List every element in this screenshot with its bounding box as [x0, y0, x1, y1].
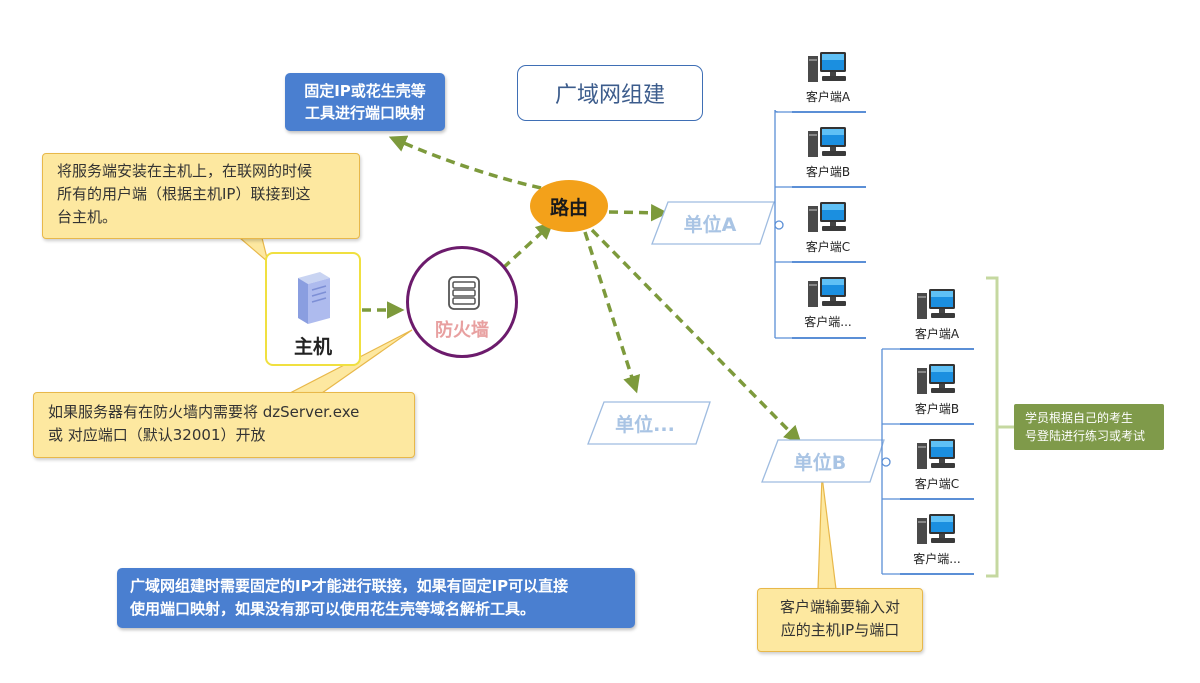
host-label: 主机: [293, 336, 332, 358]
client-label: 客户端B: [914, 402, 960, 416]
client-node: 客户端...: [897, 512, 977, 567]
client-label: 客户端A: [805, 90, 851, 104]
computer-icon: [917, 439, 955, 469]
computer-icon: [808, 202, 846, 232]
unit-other: 单位...: [615, 413, 675, 436]
client-note: 客户端输要输入对 应的主机IP与端口: [757, 588, 923, 652]
unit-b-shape: [761, 439, 885, 483]
host-note: 将服务端安装在主机上，在联网的时候 所有的用户端（根据主机IP）联接到这 台主机…: [42, 153, 360, 239]
arrow-firewall-to-router: [501, 221, 554, 270]
unit-a: 单位A: [683, 213, 737, 236]
client-label: 客户端...: [804, 315, 852, 329]
client-label: 客户端C: [914, 477, 960, 491]
unit-a-shape: [651, 201, 775, 245]
diagram-title: 广域网组建: [517, 65, 703, 121]
bottom-note: 广域网组建时需要固定的IP才能进行联接，如果有固定IP可以直接 使用端口映射，如…: [117, 568, 635, 628]
client-node: 客户端C: [788, 200, 868, 255]
unit-b: 单位B: [793, 451, 847, 474]
client-node: 客户端A: [788, 50, 868, 105]
computer-icon: [917, 514, 955, 544]
client-label: 客户端B: [805, 165, 851, 179]
firewall-note: 如果服务器有在防火墙内需要将 dzServer.exe 或 对应端口（默认320…: [33, 392, 415, 458]
student-login-tag: 学员根据自己的考生 号登陆进行练习或考试: [1014, 404, 1164, 450]
host-note-pointer: [238, 237, 270, 264]
arrow-router-to-unit-b: [590, 228, 802, 444]
client-label: 客户端C: [805, 240, 851, 254]
student-group-bracket: [986, 276, 1014, 578]
client-label: 客户端A: [914, 327, 960, 341]
router-node: 路由: [530, 180, 608, 232]
arrow-router-to-unit-a: [608, 204, 669, 222]
client-label: 客户端...: [913, 552, 961, 566]
client-note-pointer: [817, 475, 837, 590]
client-node: 客户端A: [897, 287, 977, 342]
client-node: 客户端B: [897, 362, 977, 417]
computer-icon: [917, 289, 955, 319]
unit-other-shape: [587, 401, 711, 445]
arrow-router-to-unit-other: [583, 231, 641, 394]
firewall-node: 防火墙: [406, 246, 518, 358]
computer-icon: [808, 52, 846, 82]
computer-icon: [808, 277, 846, 307]
firewall-icon: [448, 276, 480, 310]
client-node: 客户端...: [788, 275, 868, 330]
ip-mapping-box: 固定IP或花生壳等 工具进行端口映射: [285, 73, 445, 131]
computer-icon: [917, 364, 955, 394]
server-icon: [298, 272, 330, 324]
arrow-router-to-ipbox: [388, 135, 542, 190]
host-node: 主机: [265, 252, 361, 366]
client-node: 客户端C: [897, 437, 977, 492]
computer-icon: [808, 127, 846, 157]
firewall-label: 防火墙: [435, 320, 489, 341]
client-node: 客户端B: [788, 125, 868, 180]
